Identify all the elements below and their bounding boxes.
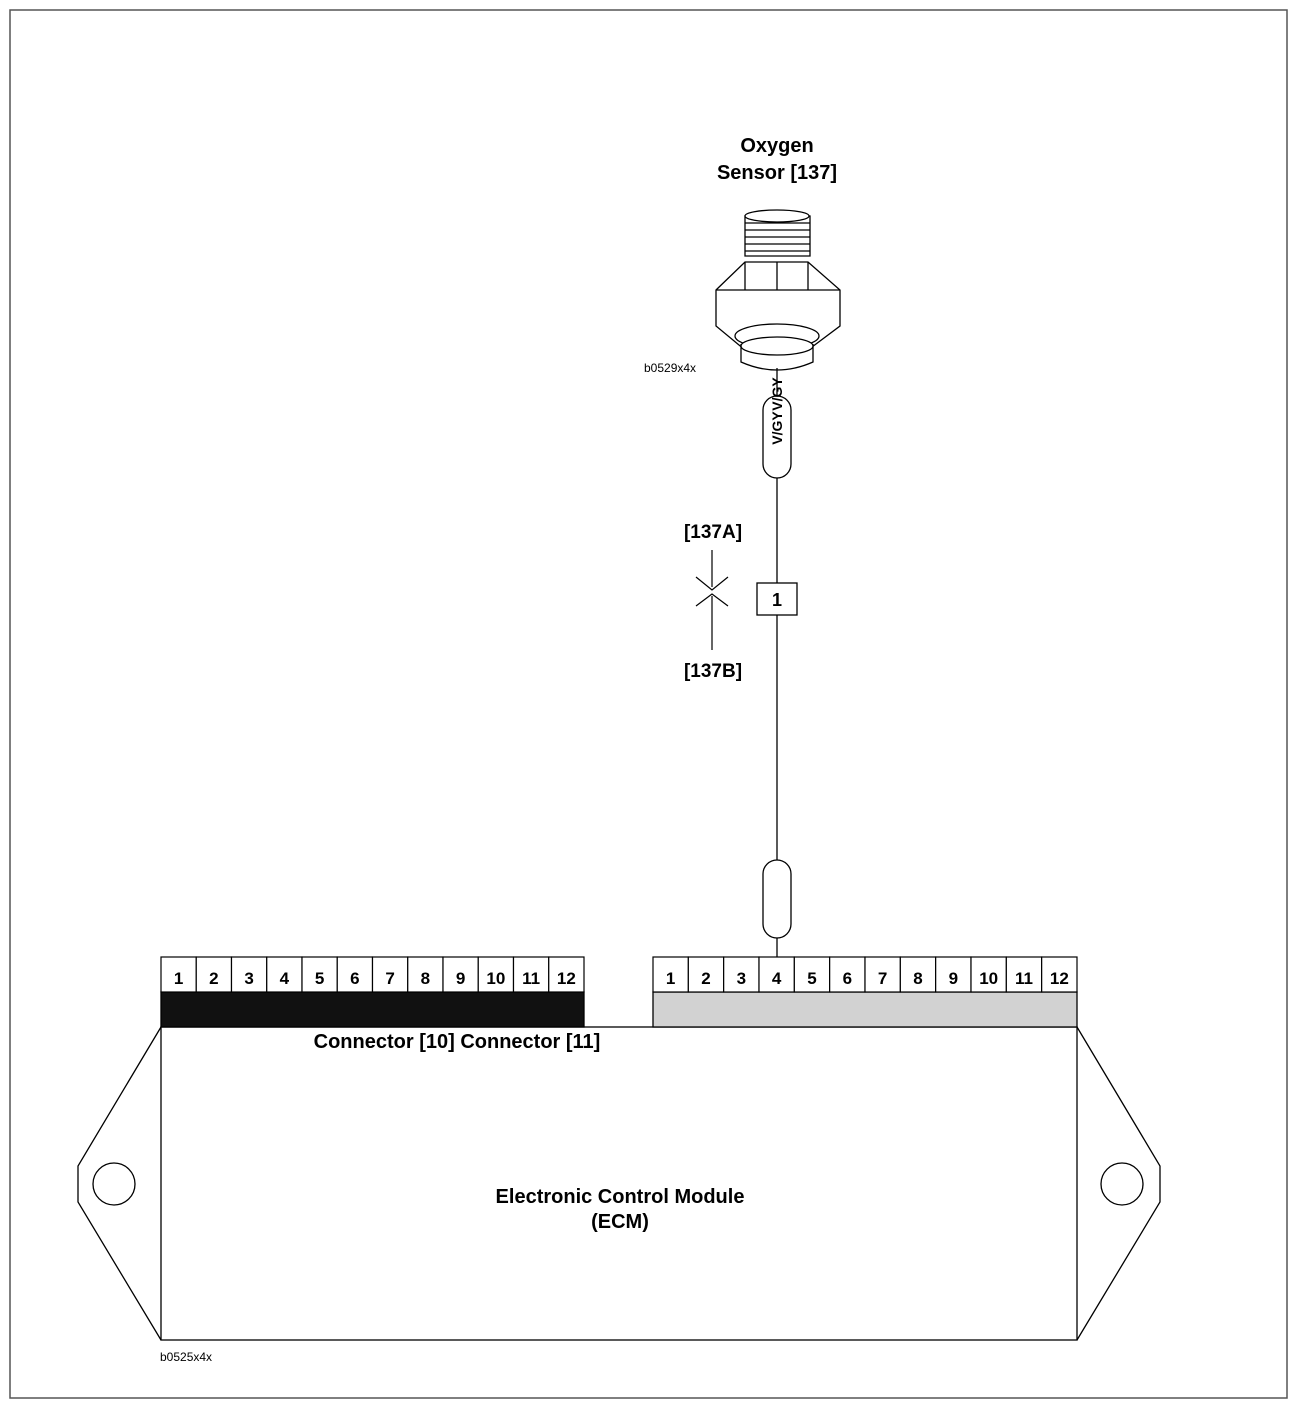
sensor-title-line2: Sensor [137] xyxy=(717,162,837,184)
connector-10-pin-number: 12 xyxy=(557,969,576,988)
connector-10-body xyxy=(160,991,585,1028)
connector-10-pin-cell xyxy=(442,956,479,993)
connector-137b-label: [137B] xyxy=(684,661,742,682)
connector-10-pin-cell xyxy=(548,956,585,993)
ecm-right-mount-hole-icon xyxy=(1100,1162,1144,1206)
ecm-body xyxy=(160,1026,1078,1341)
ecm-figure-code: b0525x4x xyxy=(160,1350,212,1364)
connector-137-pin-box xyxy=(756,582,798,616)
connector-10-pin-cell xyxy=(160,956,197,993)
connector-11-pin-cell xyxy=(935,956,972,993)
connector-10-pin-number: 11 xyxy=(522,969,540,988)
connector-11-pin-number: 9 xyxy=(949,969,958,988)
connector-10-pin-number: 7 xyxy=(385,969,394,988)
connector-10-pin-cell xyxy=(195,956,233,993)
connector-10-pin-number: 2 xyxy=(209,969,218,988)
connector-10-pin-number: 10 xyxy=(486,969,505,988)
oxygen-sensor-icon xyxy=(715,209,841,371)
connector-11-pin-cell xyxy=(829,956,866,993)
sensor-figure-code: b0529x4x xyxy=(644,361,696,375)
connector-11-pin-cell xyxy=(864,956,901,993)
connector-11-pin-cell xyxy=(1005,956,1043,993)
connector-10-pin-number: 5 xyxy=(315,969,324,988)
connector-10-pin-number: 9 xyxy=(456,969,465,988)
connector-11-pin-number: 7 xyxy=(878,969,887,988)
diagram-frame xyxy=(9,9,1288,1399)
connector-11-body xyxy=(652,991,1078,1028)
connector-10-pin-cell xyxy=(336,956,374,993)
inline-connector-icon xyxy=(695,550,729,650)
ecm-title-line2: (ECM) xyxy=(591,1211,649,1233)
connector-10-pin-number: 3 xyxy=(244,969,253,988)
wire-color-code-overlap: V/GY xyxy=(769,377,785,411)
ecm-right-flange xyxy=(1076,1026,1161,1341)
ecm-title-line1: Electronic Control Module xyxy=(496,1186,745,1208)
connector-11-pin-number: 2 xyxy=(701,969,710,988)
connector-10-pin-cell xyxy=(407,956,444,993)
connector-10-pin-cell xyxy=(230,956,268,993)
connector-10-pin-number: 8 xyxy=(421,969,430,988)
connector-11-pin-number: 4 xyxy=(772,969,782,988)
connector-11-pin-number: 12 xyxy=(1050,969,1069,988)
connector-11-pin-number: 8 xyxy=(913,969,922,988)
wire-sleeve-bottom xyxy=(762,859,792,939)
connectors-caption: Connector [10] Connector [11] xyxy=(314,1031,601,1053)
connector-10-pin-cell xyxy=(371,956,409,993)
connector-10-pin-number: 4 xyxy=(280,969,290,988)
connector-11-pin-cell xyxy=(652,956,689,993)
connector-11-pin-number: 10 xyxy=(979,969,998,988)
sensor-title-line1: Oxygen xyxy=(740,135,813,157)
connector-137a-label: [137A] xyxy=(684,522,742,543)
wire-color-code: V/GY xyxy=(769,411,785,445)
ecm-left-mount-hole-icon xyxy=(92,1162,136,1206)
connector-11-pin-cell xyxy=(970,956,1007,993)
connector-10-pin-number: 1 xyxy=(174,969,183,988)
connector-11-pin-number: 11 xyxy=(1015,969,1033,988)
connector-11-pin-number: 6 xyxy=(843,969,852,988)
connector-137-pin-number: 1 xyxy=(772,590,782,610)
connector-11-pin-number: 5 xyxy=(807,969,816,988)
connector-10-pin-number: 6 xyxy=(350,969,359,988)
connector-10-pin-cell xyxy=(266,956,303,993)
connector-11-pin-number: 1 xyxy=(666,969,675,988)
ecm-left-flange xyxy=(77,1026,162,1341)
connector-10-pin-cell xyxy=(301,956,338,993)
connector-11-pin-number: 3 xyxy=(737,969,746,988)
connector-11-pin-cell xyxy=(1041,956,1078,993)
